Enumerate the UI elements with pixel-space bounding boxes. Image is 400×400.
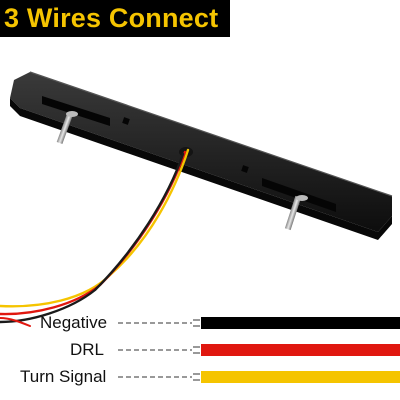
title-banner: 3 Wires Connect — [0, 0, 231, 37]
drl-wire-swatch — [201, 344, 400, 356]
wire-bundle — [0, 148, 190, 327]
negative-label: Negative — [40, 313, 108, 332]
negative-wire-swatch — [201, 317, 400, 329]
drl-label: DRL — [70, 340, 105, 359]
wire-legend-lines — [118, 317, 400, 383]
turn-signal-wire-swatch — [201, 371, 400, 383]
light-bar-body — [10, 71, 393, 240]
page-title: 3 Wires Connect — [4, 3, 219, 33]
turn-signal-label: Turn Signal — [20, 367, 107, 386]
bolt-icon — [56, 111, 308, 231]
